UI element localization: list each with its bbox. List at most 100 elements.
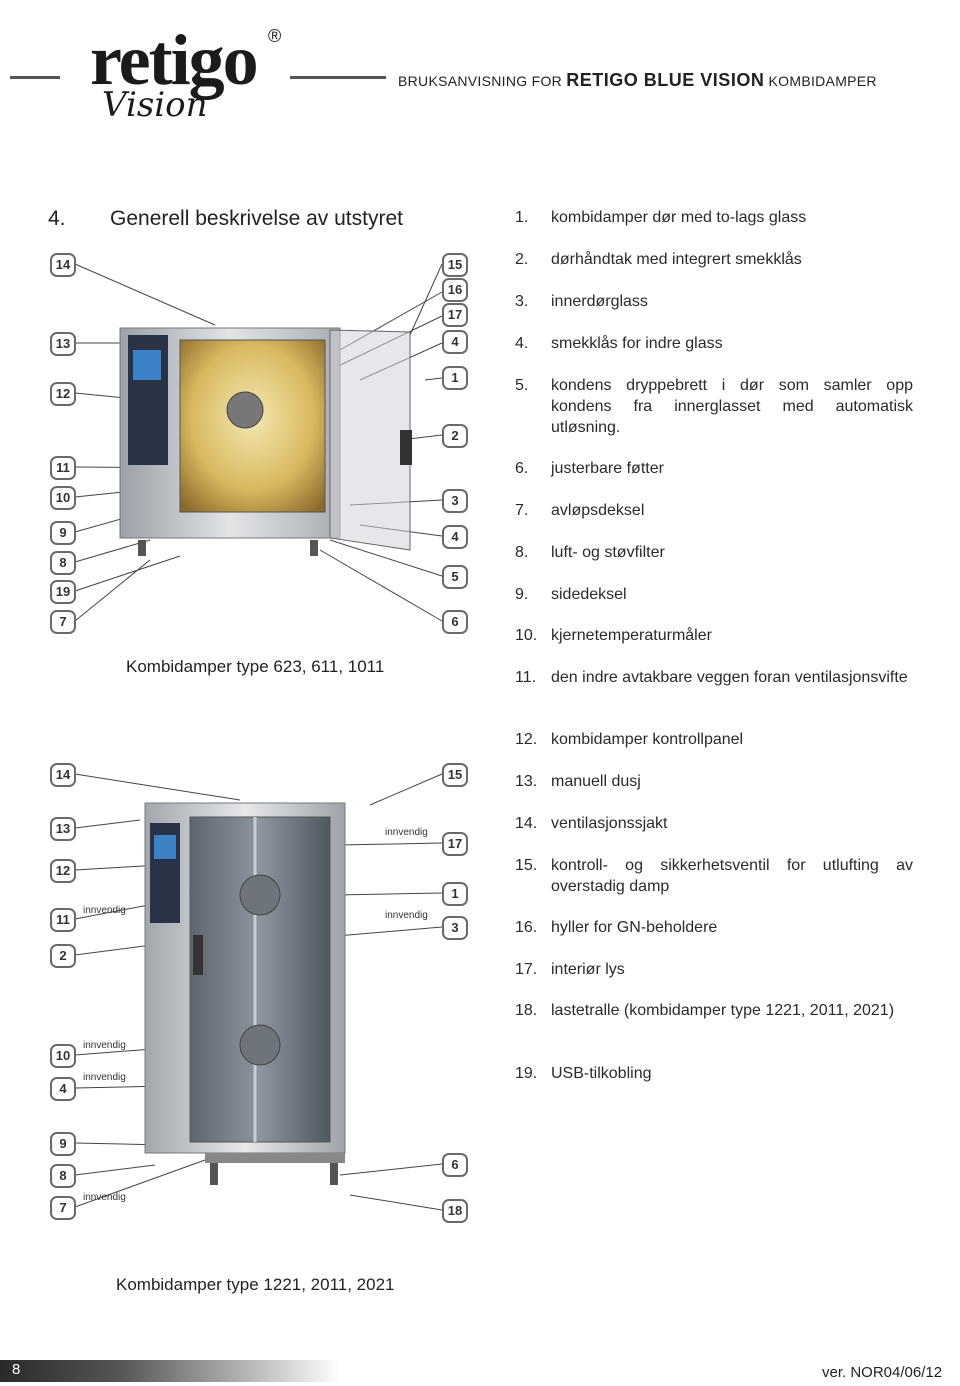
item-text: kombidamper kontrollpanel (551, 731, 744, 748)
parts-list-item: 6.justerbare føtter (515, 458, 913, 479)
parts-list-item: 18. lastetralle (kombidamper type 1221, 2… (515, 1000, 913, 1021)
item-number: 9. (515, 586, 529, 603)
parts-list-item: 13.manuell dusj (515, 771, 913, 792)
item-text: kontroll- og sikkerhetsventil for utluft… (551, 857, 913, 895)
item-number: 12. (515, 731, 538, 748)
callout-12: 12 (50, 382, 76, 406)
parts-list-item: 2. dørhåndtak med integrert smekklås (515, 249, 913, 270)
parts-list-item: 8. luft- og støvfilter (515, 542, 913, 563)
section-heading: Generell beskrivelse av utstyret (110, 207, 403, 230)
item-text: USB-tilkobling (551, 1065, 652, 1082)
callout-3: 3 (442, 916, 468, 940)
registered-mark: ® (268, 26, 282, 46)
section-number: 4. (48, 207, 66, 230)
callout-9: 9 (50, 1132, 76, 1156)
parts-list-item: 12. kombidamper kontrollpanel (515, 729, 913, 750)
item-text: lastetralle (kombidamper type 1221, 2011… (551, 1002, 895, 1019)
callout-17: 17 (442, 832, 468, 856)
footer-band (0, 1360, 340, 1382)
retigo-logo: retigo ® Vision (20, 18, 290, 138)
parts-list-item: 4.smekklås for indre glass (515, 333, 913, 354)
section-title: 4. Generell beskrivelse av utstyret (48, 207, 403, 231)
item-number: 19. (515, 1065, 538, 1082)
item-number: 2. (515, 251, 529, 268)
item-number: 6. (515, 460, 529, 477)
figure2-caption: Kombidamper type 1221, 2011, 2021 (116, 1275, 395, 1294)
item-text: ventilasjonssjakt (551, 815, 668, 832)
callout-14: 14 (50, 763, 76, 787)
callout-16: 16 (442, 278, 468, 302)
item-text: interiør lys (551, 961, 625, 978)
version-label: ver. NOR04/06/12 (822, 1364, 943, 1381)
parts-list-item: 9.sidedeksel (515, 584, 913, 605)
callout-13: 13 (50, 817, 76, 841)
parts-list-item: 14. ventilasjonssjakt (515, 813, 913, 834)
item-number: 8. (515, 544, 529, 561)
oven-small-illustration (74, 263, 443, 622)
callout-17: 17 (442, 303, 468, 327)
parts-list-item: 10.kjernetemperaturmåler (515, 625, 913, 646)
figure1-caption: Kombidamper type 623, 611, 1011 (126, 657, 385, 676)
parts-list-item: 3. innerdørglass (515, 291, 913, 312)
callout-18: 18 (442, 1199, 468, 1223)
item-number: 11. (515, 669, 537, 686)
item-number: 15. (515, 857, 538, 874)
callout-6: 6 (442, 1153, 468, 1177)
callout-1: 1 (442, 882, 468, 906)
item-text: innerdørglass (551, 293, 648, 310)
callout-5: 5 (442, 565, 468, 589)
item-number: 10. (515, 627, 538, 644)
item-text: luft- og støvfilter (551, 544, 665, 561)
item-number: 17. (515, 961, 538, 978)
item-text: smekklås for indre glass (551, 335, 723, 352)
parts-list-item: 19. USB-tilkobling (515, 1063, 913, 1084)
item-text: kombidamper dør med to-lags glass (551, 209, 807, 226)
callout-8: 8 (50, 1164, 76, 1188)
inner-label-3: innvendig (385, 910, 428, 921)
parts-list-item: 7. avløpsdeksel (515, 500, 913, 521)
callout-10: 10 (50, 486, 76, 510)
item-number: 5. (515, 377, 529, 394)
logo-wordmark: retigo (90, 20, 259, 100)
header-rule-right (290, 76, 386, 79)
oven-large-illustration (74, 773, 443, 1211)
header-rule-left (10, 76, 60, 79)
callout-19: 19 (50, 580, 76, 604)
inner-label-11: innvendig (83, 905, 126, 916)
item-number: 18. (515, 1002, 538, 1019)
logo-subscript: Vision (102, 85, 208, 125)
inner-label-4: innvendig (83, 1072, 126, 1083)
callout-6: 6 (442, 610, 468, 634)
callout-1: 1 (442, 366, 468, 390)
callout-11: 11 (50, 908, 76, 932)
callout-13: 13 (50, 332, 76, 356)
item-number: 7. (515, 502, 529, 519)
item-number: 14. (515, 815, 538, 832)
callout-8: 8 (50, 551, 76, 575)
item-text: avløpsdeksel (551, 502, 645, 519)
item-number: 3. (515, 293, 529, 310)
callout-3: 3 (442, 489, 468, 513)
parts-list-item: 1. kombidamper dør med to-lags glass (515, 207, 913, 228)
callout-15: 15 (442, 253, 468, 277)
callout-14: 14 (50, 253, 76, 277)
callout-4: 4 (50, 1077, 76, 1101)
callout-11: 11 (50, 456, 76, 480)
parts-list-item: 16.hyller for GN-beholdere (515, 917, 913, 938)
header-prefix: BRUKSANVISNING FOR (398, 73, 563, 89)
item-number: 1. (515, 209, 529, 226)
header-suffix: KOMBIDAMPER (768, 73, 877, 89)
callout-2: 2 (442, 424, 468, 448)
page-number: 8 (12, 1361, 21, 1378)
callout-9: 9 (50, 521, 76, 545)
callout-7: 7 (50, 1196, 76, 1220)
callout-4b: 4 (442, 525, 468, 549)
callout-7: 7 (50, 610, 76, 634)
figure-oven-small: 14 13 12 11 10 9 8 19 7 15 16 17 4 1 2 3… (40, 240, 480, 650)
item-text: dørhåndtak med integrert smekklås (551, 251, 802, 268)
item-number: 13. (515, 773, 538, 790)
callout-12: 12 (50, 859, 76, 883)
header-brand: RETIGO BLUE VISION (566, 70, 765, 90)
inner-label-17: innvendig (385, 827, 428, 838)
parts-list-item: 5.kondens dryppebrett i dør som samler o… (515, 375, 913, 438)
